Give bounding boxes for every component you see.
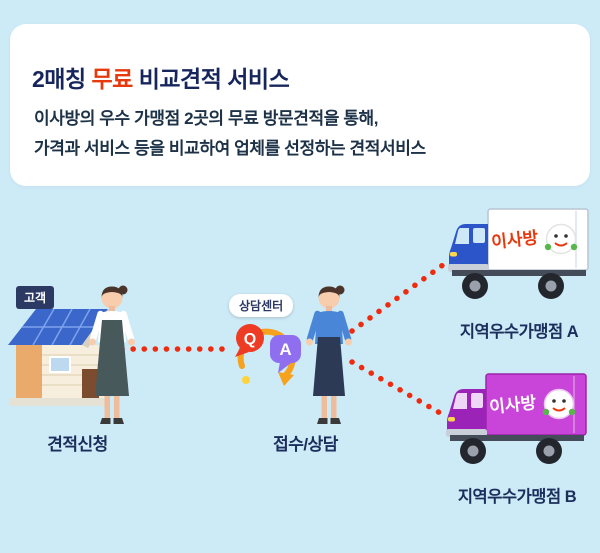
right-arm <box>120 310 135 343</box>
left-arm <box>89 310 104 343</box>
franchise-b-label: 지역우수가맹점 B <box>457 488 577 506</box>
line-center-to-franchise-b <box>349 359 450 420</box>
head <box>101 287 123 309</box>
line-center-to-franchise-a <box>349 259 450 334</box>
rear-wheel <box>538 273 564 299</box>
hair-bun <box>118 285 128 295</box>
q-bubble: Q <box>235 324 264 357</box>
truck-logo-text: 이사방 <box>488 393 537 417</box>
call-center-badge: 상담센터 <box>229 294 294 317</box>
left-arm <box>306 310 321 343</box>
right-hand <box>345 338 352 346</box>
rear-wheel <box>536 438 562 464</box>
quote-request-label: 견적신청 <box>47 435 108 454</box>
side-window <box>471 393 483 408</box>
headlight <box>450 252 457 257</box>
customer-badge: 고객 <box>16 286 55 309</box>
truck-logo-text: 이사방 <box>490 228 539 252</box>
qa-icon: Q A <box>235 324 301 386</box>
reception-label: 접수/상담 <box>273 435 338 454</box>
skirt <box>313 337 345 396</box>
side-window <box>473 228 485 243</box>
house-base <box>9 398 109 406</box>
house-side-wall <box>16 345 42 398</box>
hair <box>101 286 123 298</box>
page-title: 2매칭 무료 비교견적 서비스 <box>32 60 290 94</box>
neck <box>109 306 115 313</box>
a-bubble: A <box>270 335 301 373</box>
right-shoe <box>330 418 341 424</box>
title-part-2: 비교견적 서비스 <box>132 66 290 92</box>
windshield <box>455 228 469 244</box>
truck-a-icon: 이사방 <box>448 208 589 299</box>
house-icon <box>8 308 113 406</box>
description-line-1: 이사방의 우수 가맹점 2곳의 무료 방문견적을 통해, <box>34 109 379 128</box>
chassis <box>452 270 586 276</box>
apron-dress <box>95 320 129 396</box>
mascot <box>544 223 578 255</box>
hair-bun <box>335 285 345 295</box>
arrow-head <box>278 372 294 386</box>
left-leg <box>321 396 327 418</box>
customer-person-icon <box>89 285 135 424</box>
left-shoe <box>100 418 111 424</box>
right-leg <box>114 396 120 418</box>
mascot <box>542 388 576 420</box>
q-bubble-text: Q <box>244 331 256 348</box>
header-card: 2매칭 무료 비교견적 서비스 이사방의 우수 가맹점 2곳의 무료 방문견적을… <box>10 24 590 186</box>
title-part-1: 2매칭 <box>32 66 92 92</box>
franchise-a-label: 지역우수가맹점 A <box>459 323 579 341</box>
blouse <box>315 311 343 344</box>
right-shoe <box>113 418 124 424</box>
description-line-2: 가격과 서비스 등을 비교하여 업체를 선정하는 견적서비스 <box>34 139 426 158</box>
house-window <box>49 356 71 373</box>
front-wheel <box>460 438 486 464</box>
a-bubble-text: A <box>279 340 291 359</box>
chassis <box>450 435 584 441</box>
truck-b-icon: 이사방 <box>446 373 587 464</box>
house-door <box>82 369 99 398</box>
service-description: 이사방의 우수 가맹점 2곳의 무료 방문견적을 통해, 가격과 서비스 등을 … <box>34 104 426 164</box>
left-shoe <box>317 418 328 424</box>
franchise-a-truck: 이사방 <box>448 206 590 304</box>
right-arm <box>337 310 352 343</box>
right-hand <box>128 338 135 346</box>
left-hand <box>306 338 313 346</box>
consultant-figure <box>301 282 357 430</box>
house-illustration <box>8 299 114 409</box>
left-hand <box>89 338 96 346</box>
left-leg <box>104 396 110 418</box>
head <box>318 287 340 309</box>
front-wheel <box>462 273 488 299</box>
right-leg <box>331 396 337 418</box>
qa-illustration: Q A <box>228 314 310 396</box>
yellow-dot <box>242 376 250 384</box>
neck <box>326 306 332 313</box>
franchise-b-truck: 이사방 <box>446 371 588 469</box>
hair <box>318 286 340 298</box>
solar-panel-grid <box>22 308 95 346</box>
customer-figure <box>84 282 140 430</box>
title-highlight: 무료 <box>91 66 134 92</box>
windshield <box>453 393 467 409</box>
headlight <box>448 417 455 422</box>
consultant-person-icon <box>306 285 352 424</box>
